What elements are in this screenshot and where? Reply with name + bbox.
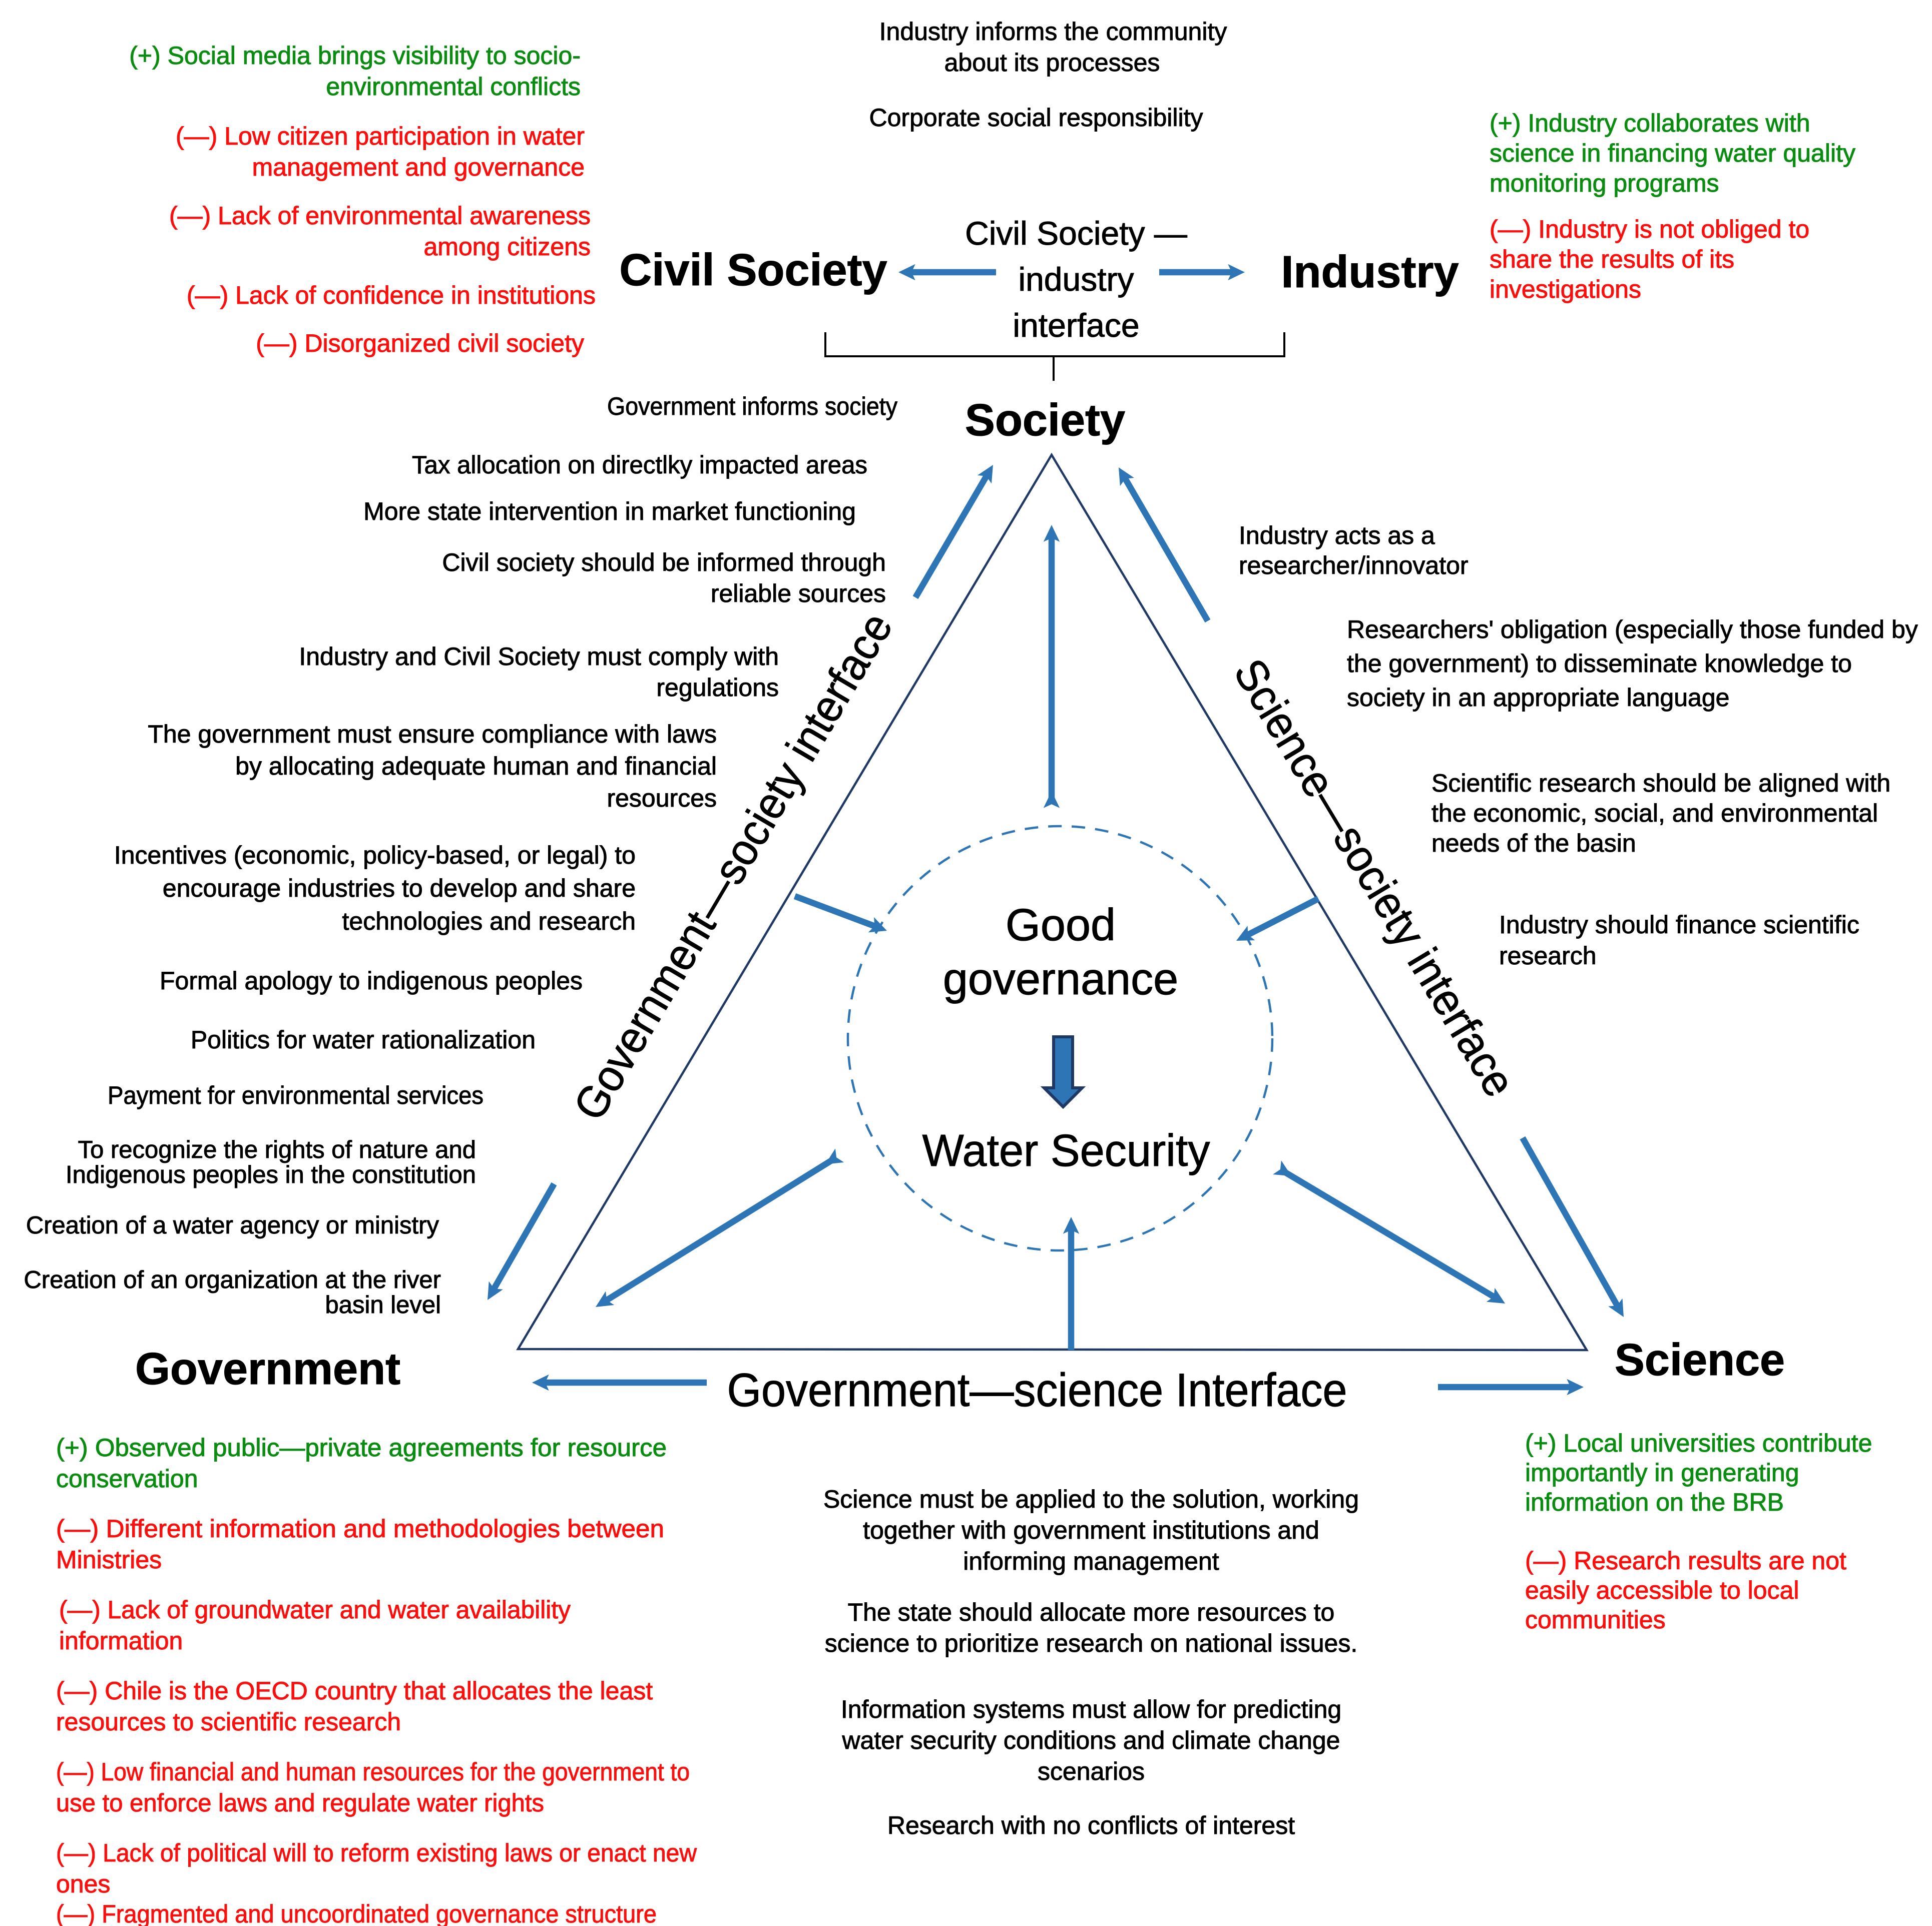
svg-text:(—) Lack of groundwater and wa: (—) Lack of groundwater and water availa… — [59, 1596, 571, 1624]
svg-text:easily accessible to local: easily accessible to local — [1525, 1576, 1799, 1604]
svg-text:basin level: basin level — [325, 1292, 441, 1319]
svg-text:Research with no conflicts of: Research with no conflicts of interest — [887, 1811, 1295, 1839]
svg-text:Information systems must allow: Information systems must allow for predi… — [841, 1695, 1341, 1723]
svg-text:(—) Lack of political will to: (—) Lack of political will to reform exi… — [56, 1839, 697, 1867]
svg-text:investigations: investigations — [1490, 275, 1641, 303]
svg-text:(—) Chile is the OECD country: (—) Chile is the OECD country that alloc… — [56, 1677, 653, 1705]
svg-text:use to enforce laws and regula: use to enforce laws and regulate water r… — [56, 1789, 544, 1817]
svg-text:(+) Observed public—private ag: (+) Observed public—private agreements f… — [56, 1434, 667, 1462]
svg-text:Government—science Interface: Government—science Interface — [727, 1364, 1347, 1416]
svg-text:(—) Research results are not: (—) Research results are not — [1525, 1547, 1846, 1575]
svg-text:(—) Lack of confidence in inst: (—) Lack of confidence in institutions — [187, 281, 596, 309]
svg-text:Ministries: Ministries — [56, 1546, 162, 1574]
svg-text:(—) Industry is not obliged to: (—) Industry is not obliged to — [1490, 215, 1809, 243]
svg-text:resources: resources — [607, 784, 717, 812]
svg-text:(—) Disorganized civil society: (—) Disorganized civil society — [256, 329, 584, 357]
svg-text:about its processes: about its processes — [944, 49, 1160, 77]
svg-text:encourage industries to develo: encourage industries to develop and shar… — [163, 874, 636, 902]
svg-text:governance: governance — [943, 954, 1178, 1004]
svg-text:Creation of an organization at: Creation of an organization at the river — [24, 1266, 441, 1294]
svg-text:Incentives (economic, policy-b: Incentives (economic, policy-based, or l… — [114, 841, 636, 869]
svg-text:Industry and Civil Society mus: Industry and Civil Society must comply w… — [299, 643, 779, 671]
svg-text:scenarios: scenarios — [1038, 1757, 1145, 1785]
svg-text:Good: Good — [1006, 900, 1116, 950]
svg-text:management and governance: management and governance — [252, 153, 585, 181]
svg-text:reliable sources: reliable sources — [711, 579, 886, 607]
svg-text:society in an appropriate lang: society in an appropriate language — [1347, 684, 1729, 712]
svg-text:researcher/innovator: researcher/innovator — [1239, 551, 1469, 579]
svg-text:among citizens: among citizens — [424, 233, 591, 261]
svg-text:research: research — [1499, 942, 1597, 970]
svg-text:conservation: conservation — [56, 1465, 198, 1493]
svg-text:Politics for water rationaliza: Politics for water rationalization — [191, 1026, 536, 1054]
svg-text:(—) Fragmented and uncoordinat: (—) Fragmented and uncoordinated governa… — [56, 1900, 657, 1926]
svg-text:(+) Social media brings visibi: (+) Social media brings visibility to so… — [129, 42, 581, 70]
svg-text:Science—society interface: Science—society interface — [1224, 651, 1525, 1105]
svg-text:Water Security: Water Security — [922, 1126, 1210, 1176]
svg-text:importantly in generating: importantly in generating — [1525, 1459, 1799, 1487]
svg-text:(+) Industry collaborates with: (+) Industry collaborates with — [1490, 109, 1810, 137]
svg-text:communities: communities — [1525, 1606, 1666, 1634]
svg-text:needs of the basin: needs of the basin — [1431, 829, 1636, 857]
svg-text:monitoring programs: monitoring programs — [1490, 169, 1719, 197]
svg-text:Government: Government — [135, 1344, 400, 1394]
svg-text:water security conditions and: water security conditions and climate ch… — [842, 1726, 1340, 1754]
svg-text:together with government insti: together with government institutions an… — [863, 1516, 1319, 1544]
svg-text:Industry should finance scient: Industry should finance scientific — [1499, 911, 1859, 939]
svg-text:Tax allocation on directlky im: Tax allocation on directlky impacted are… — [412, 451, 867, 479]
svg-text:information: information — [59, 1627, 183, 1655]
svg-text:share the results of its: share the results of its — [1490, 245, 1734, 273]
svg-text:Science: Science — [1615, 1335, 1785, 1385]
svg-text:interface: interface — [1013, 307, 1139, 344]
svg-text:Civil Society —: Civil Society — — [965, 215, 1187, 252]
svg-text:ones: ones — [56, 1870, 110, 1898]
svg-text:Scientific research should be: Scientific research should be aligned wi… — [1431, 769, 1890, 797]
svg-text:To recognize the rights of nat: To recognize the rights of nature and — [78, 1136, 476, 1163]
svg-text:More state intervention in mar: More state intervention in market functi… — [363, 497, 856, 525]
svg-text:Industry informs the community: Industry informs the community — [879, 18, 1227, 46]
svg-text:information on the BRB: information on the BRB — [1525, 1488, 1784, 1516]
svg-text:science to prioritize research: science to prioritize research on nation… — [825, 1629, 1357, 1657]
svg-text:Society: Society — [965, 395, 1125, 445]
svg-text:by allocating adequate human a: by allocating adequate human and financi… — [235, 752, 717, 780]
svg-text:(—) Different information and: (—) Different information and methodolog… — [56, 1515, 664, 1543]
svg-text:(—) Low citizen participation: (—) Low citizen participation in water — [176, 122, 585, 150]
svg-text:Creation of a water agency or: Creation of a water agency or ministry — [26, 1212, 439, 1239]
svg-text:Civil Society: Civil Society — [619, 245, 887, 295]
svg-text:(—) Lack of environmental awar: (—) Lack of environmental awareness — [169, 202, 591, 230]
svg-text:Payment for environmental serv: Payment for environmental services — [108, 1081, 484, 1109]
svg-text:Formal apology to indigenous p: Formal apology to indigenous peoples — [160, 967, 583, 995]
svg-text:resources to scientific resear: resources to scientific research — [56, 1708, 401, 1736]
svg-text:regulations: regulations — [656, 674, 779, 702]
svg-text:Government informs society: Government informs society — [607, 392, 897, 420]
svg-text:Indigenous peoples in the cons: Indigenous peoples in the constitution — [66, 1161, 476, 1188]
svg-text:Corporate social responsibilit: Corporate social responsibility — [869, 104, 1203, 132]
svg-text:technologies and research: technologies and research — [342, 907, 636, 935]
svg-text:the government) to disseminate: the government) to disseminate knowledge… — [1347, 650, 1852, 678]
svg-text:(+) Local universities contrib: (+) Local universities contribute — [1525, 1429, 1872, 1457]
svg-text:Science must be applied to the: Science must be applied to the solution,… — [823, 1485, 1359, 1513]
svg-text:industry: industry — [1018, 261, 1134, 298]
svg-text:(—) Low financial and human re: (—) Low financial and human resources fo… — [56, 1758, 690, 1786]
svg-text:science in financing water qua: science in financing water quality — [1490, 139, 1855, 167]
svg-text:Civil society should be inform: Civil society should be informed through — [442, 548, 886, 576]
svg-text:Industry: Industry — [1281, 247, 1459, 297]
svg-text:the economic, social, and envi: the economic, social, and environmental — [1431, 799, 1878, 827]
svg-text:Researchers' obligation (espec: Researchers' obligation (especially thos… — [1347, 615, 1918, 644]
svg-text:The government must ensure com: The government must ensure compliance wi… — [148, 720, 717, 748]
svg-text:informing management: informing management — [963, 1547, 1219, 1575]
svg-text:Industry acts as a: Industry acts as a — [1239, 521, 1435, 549]
svg-text:The state should allocate more: The state should allocate more resources… — [848, 1598, 1335, 1626]
svg-text:environmental conflicts: environmental conflicts — [326, 73, 581, 101]
